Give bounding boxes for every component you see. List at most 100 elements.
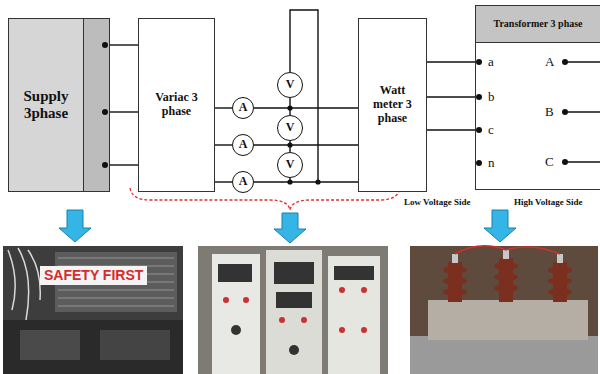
meter-panel-photo	[198, 246, 388, 374]
ammeter-symbol: A	[232, 97, 254, 119]
terminal-letter: c	[488, 123, 494, 137]
terminal-dot	[102, 109, 108, 115]
transformer-photo	[410, 336, 598, 374]
meter-letter: A	[239, 101, 248, 115]
warning-sign: SAFETY FIRST	[40, 266, 147, 285]
high-voltage-wire	[565, 62, 600, 162]
transformer-photo	[443, 258, 572, 302]
terminal-dot	[476, 94, 482, 100]
meter-panel-photo	[289, 345, 299, 355]
transformer-photo	[494, 273, 518, 281]
meter-letter: V	[286, 78, 295, 92]
terminal-letter: a	[488, 55, 494, 69]
supply-photo	[3, 320, 183, 374]
meter-panel-photo	[334, 266, 374, 280]
transformer-photo	[494, 262, 518, 270]
side-label: High Voltage Side	[514, 197, 583, 207]
wire	[110, 164, 138, 165]
terminal-dot	[476, 59, 482, 65]
wire	[427, 61, 475, 62]
terminal-letter: C	[545, 155, 554, 169]
supply-photo	[100, 330, 170, 360]
supply-photo	[8, 248, 40, 320]
meter-panel-photo	[339, 327, 345, 333]
meter-panel-photo	[361, 327, 367, 333]
wire	[427, 129, 475, 130]
terminal-dot	[102, 42, 108, 48]
transformer-photo	[443, 266, 467, 274]
voltmeter-symbol: V	[277, 115, 303, 141]
voltmeter-symbol: V	[277, 72, 303, 98]
meter-panel-photo	[212, 254, 260, 374]
side-label: Low Voltage Side	[404, 197, 471, 207]
terminal-dot	[102, 162, 108, 168]
box-label: Variac 3 phase	[153, 91, 200, 119]
transformer-photo	[548, 288, 572, 296]
meter-letter: A	[239, 175, 248, 189]
high-voltage-wire	[565, 161, 600, 162]
meter-letter: V	[286, 158, 295, 172]
wire	[289, 98, 290, 115]
wire	[110, 44, 138, 45]
meter-letter: V	[286, 121, 295, 135]
supply-photo	[58, 289, 174, 291]
wire	[110, 111, 138, 112]
meter-panel-photo	[243, 297, 249, 303]
terminal-dot	[476, 160, 482, 166]
blue-arrow	[484, 210, 516, 242]
meter-panel-photo	[223, 297, 229, 303]
meter-panel-photo	[328, 256, 380, 374]
wattmeter-box: Watt meter 3 phase	[358, 18, 427, 192]
terminal-letter: b	[488, 90, 495, 104]
supply-photo	[58, 297, 174, 299]
wire	[289, 141, 290, 152]
variac-box: Variac 3 phase	[138, 18, 215, 192]
meter-panel-photo	[198, 246, 388, 374]
meter-panel-photo	[339, 287, 345, 293]
ammeter-symbol: A	[232, 171, 254, 193]
meter-panel-photo	[218, 262, 374, 355]
transformer-photo	[548, 266, 572, 274]
blue-arrow	[274, 213, 306, 243]
terminal-dot	[476, 59, 568, 166]
supply-photo	[58, 305, 174, 307]
supply-photo	[3, 246, 183, 374]
meter-panel-photo	[361, 287, 367, 293]
transformer-photo	[443, 277, 467, 285]
wire	[254, 144, 358, 145]
transformer-photo	[455, 246, 560, 254]
wire	[254, 107, 358, 108]
transformer-photo	[557, 254, 563, 263]
voltmeter-symbol: V	[277, 152, 303, 178]
meter-panel-photo	[279, 317, 285, 323]
box-label: Watt meter 3 phase	[365, 84, 420, 125]
transformer-photo	[494, 284, 518, 292]
wire	[215, 181, 232, 182]
blue-arrow	[59, 210, 91, 242]
meter-panel-photo	[274, 262, 314, 284]
terminal-letter: A	[545, 55, 554, 69]
meter-letter: A	[239, 138, 248, 152]
wire	[427, 96, 475, 97]
supply-photo	[20, 330, 80, 360]
terminal-dot	[476, 127, 482, 133]
high-voltage-wire	[565, 61, 600, 62]
supply-box: Supply 3phase	[8, 18, 110, 192]
box-label: Supply 3phase	[15, 88, 77, 123]
blue-arrow	[59, 210, 516, 243]
transformer-photo	[503, 250, 509, 259]
wire	[215, 144, 232, 145]
meter-panel-photo	[223, 287, 367, 333]
transformer-photo	[452, 254, 458, 263]
box-label: Transformer 3 phase	[476, 6, 600, 43]
supply-photo	[3, 246, 183, 374]
ammeter-symbol: A	[232, 134, 254, 156]
wire	[254, 181, 358, 182]
terminal-letter: n	[488, 156, 495, 170]
meter-panel-photo	[231, 325, 241, 335]
transformer-photo	[410, 246, 598, 374]
meter-panel-photo	[276, 292, 312, 308]
transformer-photo	[443, 288, 467, 296]
transformer-photo	[452, 250, 563, 263]
